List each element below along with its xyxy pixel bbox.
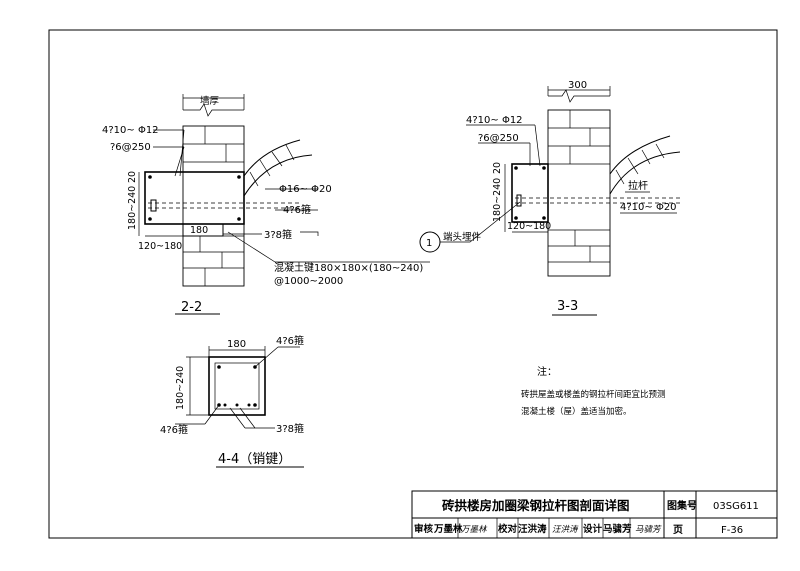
stirrup-2-2: ?6@250 <box>110 142 151 153</box>
rebar-3-8-2-2: 3?8箍 <box>264 228 292 241</box>
review-signature: 万墨林 <box>461 524 488 535</box>
dim-180-4-4: 180 <box>227 339 246 350</box>
section-label-3-3: 3-3 <box>557 299 578 314</box>
callout-text: 端头埋件 <box>443 231 482 243</box>
ring-beam-3-3 <box>511 163 549 223</box>
callout-1 <box>419 201 521 253</box>
arch-2-2-inner <box>243 139 301 177</box>
review-name: 万墨林 <box>433 523 463 535</box>
design-label: 设计 <box>583 523 603 535</box>
width-dim-2-2: 120~180 <box>138 241 182 252</box>
drawing-title: 砖拱楼房加圈梁钢拉杆图剖面详图 <box>442 498 630 513</box>
key-section-4-4 <box>208 356 266 416</box>
tie-rod-2-2-label: Φ16~ Φ20 <box>279 184 332 195</box>
section-4-4 <box>175 346 304 468</box>
check-signature: 汪洪涛 <box>552 524 579 535</box>
wall-thickness-label: 墙厚 <box>200 95 220 107</box>
design-name: 马骕芳 <box>603 523 632 535</box>
width-dim-3-3: 120~180 <box>507 221 551 232</box>
rebar-bottom-4-4: 3?8箍 <box>276 422 304 435</box>
title-block <box>411 490 778 539</box>
page-label: 页 <box>673 524 683 536</box>
design-signature: 马骕芳 <box>635 524 662 535</box>
tie-rod-3-3-label: 拉杆 <box>628 179 648 192</box>
atlas-label: 图集号 <box>667 499 697 512</box>
brick-wall-2-2 <box>182 103 245 287</box>
notes-line-1: 砖拱屋盖或楼盖的钢拉杆间距宜比预测 <box>521 389 666 400</box>
notes-line-2: 混凝土楼（屋）盖适当加密。 <box>521 406 632 417</box>
section-2-2 <box>138 94 430 315</box>
concrete-key-2-2 <box>182 223 224 237</box>
rebar-top-2-2: 4?10~ Φ12 <box>102 125 159 136</box>
atlas-number: 03SG611 <box>713 501 759 512</box>
drawing-frame <box>48 29 778 539</box>
brick-wall-3-3 <box>547 89 611 277</box>
height-dim-b-3-3: 180~240 <box>492 178 503 222</box>
section-3-3 <box>466 86 681 316</box>
section-label-2-2: 2-2 <box>181 300 202 315</box>
rebar-tie-3-3: 4?10~ Φ20 <box>620 202 677 213</box>
rebar-top-4-4: 4?6箍 <box>276 334 304 347</box>
concrete-key-label: 混凝土键180×180×(180~240) <box>274 261 423 274</box>
rebar-top-3-3: 4?10~ Φ12 <box>466 115 523 126</box>
height-dim-b-2-2: 180~240 <box>127 186 138 230</box>
dim-height-4-4: 180~240 <box>175 366 186 410</box>
arch-2-2-outer <box>243 154 313 197</box>
dim-300: 300 <box>568 80 587 91</box>
review-label: 审核 <box>414 523 434 535</box>
stirrup-3-3: ?6@250 <box>478 133 519 144</box>
section-label-4-4: 4-4（销键） <box>218 452 291 467</box>
page-number: F-36 <box>721 525 743 536</box>
rebar-left-4-4: 4?6箍 <box>160 423 188 436</box>
check-name: 汪洪涛 <box>518 523 547 535</box>
rebar-4-6-2-2: 4?6箍 <box>283 203 311 216</box>
callout-number: 1 <box>426 238 432 249</box>
dim-180-2-2: 180 <box>190 225 208 236</box>
height-dim-a-3-3: 20 <box>492 162 503 174</box>
notes-heading: 注： <box>537 365 557 378</box>
height-dim-a-2-2: 20 <box>127 171 138 183</box>
concrete-key-spacing: @1000~2000 <box>274 276 343 287</box>
check-label: 校对 <box>498 523 518 535</box>
